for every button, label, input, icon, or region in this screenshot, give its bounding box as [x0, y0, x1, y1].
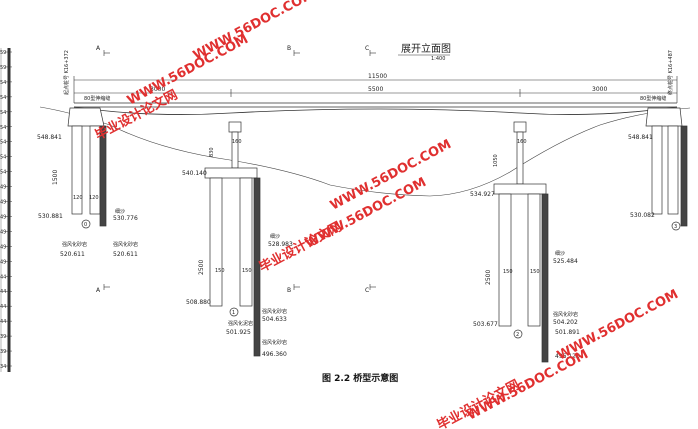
axis-tick-label: 44 — [0, 289, 6, 295]
axis-tick-label: 44 — [0, 274, 6, 280]
dim-left-span: 3000 — [150, 86, 165, 93]
pier-2-dim-a: 160 — [517, 139, 527, 145]
axis-tick-label: 49 — [0, 185, 6, 191]
abutment-0-number: 0 — [84, 222, 87, 228]
pier-1 — [204, 121, 261, 357]
axis-tick-label: 39 — [0, 334, 6, 340]
soil-p2-0-elev: 525.484 — [553, 258, 578, 265]
soil-p1-2-elev: 501.925 — [226, 329, 251, 336]
left-station: 起点桩号 K16+372 — [63, 50, 70, 95]
dim-mid-span: 5500 — [368, 86, 383, 93]
axis-tick-label: 54 — [0, 155, 6, 161]
pier-1-dim-a: 160 — [232, 139, 242, 145]
axis-tick-label: 54 — [0, 110, 6, 116]
axis-tick-label: 34 — [0, 364, 6, 370]
pier-1-top-elev: 540.140 — [182, 170, 207, 177]
axis-tick-label: 49 — [0, 214, 6, 220]
dimension-lines — [73, 76, 678, 103]
abutment-3-bottom-elev: 530.082 — [630, 212, 655, 219]
drawing-scale: 1:400 — [431, 56, 445, 62]
soil-p1-1-elev: 504.633 — [262, 316, 287, 323]
axis-tick-label: 54 — [0, 125, 6, 131]
dim-right-span: 3000 — [592, 86, 607, 93]
soil-p1-3-name: 强风化砂岩 — [262, 339, 287, 346]
abutment-0 — [67, 107, 107, 229]
pier-1-dim-c: 150 — [242, 268, 252, 274]
pier-2 — [493, 121, 549, 363]
pier-2-dim-c: 150 — [530, 269, 540, 275]
dim-total: 11500 — [368, 73, 387, 80]
abutment-3 — [645, 107, 688, 231]
soil-left-2-name: 强风化砂岩 — [113, 241, 138, 248]
soil-p1-1-name: 强风化砂岩 — [262, 308, 287, 315]
deck-right-joint: 80型伸缩缝 — [640, 95, 666, 102]
soil-p1-2-name: 强风化泥岩 — [228, 320, 253, 327]
watermarks: 毕业设计论文网 WWW.56DOC.COM WWW.56DOC.COM WWW.… — [92, 0, 681, 429]
axis-tick-label: 49 — [0, 200, 6, 206]
abutment-3-top-elev: 548.841 — [628, 134, 653, 141]
axis-tick-label: 54 — [0, 95, 6, 101]
soil-p2-1-name: 强风化砂岩 — [553, 311, 578, 318]
axis-tick-label: 59 — [0, 65, 6, 71]
axis-tick-label: 44 — [0, 319, 6, 325]
soil-p1-0-elev: 528.983 — [268, 241, 293, 248]
section-b-top: B — [287, 45, 291, 52]
soil-left-1-name: 强风化砂岩 — [62, 241, 87, 248]
figure-caption: 图 2.2 桥型示意图 — [322, 372, 398, 384]
pier-2-top-elev: 534.927 — [470, 191, 495, 198]
ground-profile — [39, 106, 691, 197]
soil-p2-1-elev: 504.202 — [553, 319, 578, 326]
abutment-3-number: 3 — [674, 224, 677, 230]
abutment-0-height: 1500 — [52, 170, 59, 185]
pier-2-number: 2 — [516, 332, 519, 338]
pier-2-cap: 1050 — [493, 154, 499, 167]
pier-1-height: 2500 — [198, 260, 205, 275]
watermark-url-2: WWW.56DOC.COM — [191, 0, 317, 64]
abutment-0-dim-b: 120 — [89, 195, 99, 201]
soil-left-0-name: 细沙 — [115, 208, 125, 215]
section-c-top: C — [365, 45, 369, 52]
section-c-bottom: C — [365, 287, 369, 294]
soil-p1-3-elev: 496.360 — [262, 351, 287, 358]
soil-left-2-elev: 520.611 — [113, 251, 138, 258]
section-a-top: A — [96, 45, 101, 52]
deck-left-joint: 80型伸缩缝 — [84, 95, 110, 102]
axis-tick-label: 39 — [0, 349, 6, 355]
soil-left-0-elev: 530.776 — [113, 215, 138, 222]
soil-p2-2-elev: 501.891 — [555, 329, 580, 336]
pier-2-height: 2500 — [485, 270, 492, 285]
soil-p2-0-name: 细沙 — [555, 250, 565, 257]
abutment-0-bottom-elev: 530.881 — [38, 213, 63, 220]
abutment-0-dim-a: 120 — [73, 195, 83, 201]
soil-p1-0-name: 细沙 — [270, 233, 280, 240]
axis-tick-label: 44 — [0, 304, 6, 310]
bridge-deck — [73, 102, 678, 115]
right-station: 终点桩号 K16+487 — [667, 50, 674, 95]
pier-1-dim-b: 150 — [215, 268, 225, 274]
axis-tick-label: 49 — [0, 244, 6, 250]
pier-1-number: 1 — [232, 310, 235, 316]
section-a-bottom: A — [96, 287, 101, 294]
axis-tick-label: 49 — [0, 259, 6, 265]
pier-1-cap: 830 — [209, 147, 215, 157]
pier-2-dim-b: 150 — [503, 269, 513, 275]
axis-tick-label: 59 — [0, 50, 6, 56]
soil-left-1-elev: 520.611 — [60, 251, 85, 258]
axis-tick-label: 54 — [0, 80, 6, 86]
abutment-0-top-elev: 548.841 — [37, 134, 62, 141]
section-marks — [103, 50, 376, 290]
axis-tick-label: 54 — [0, 140, 6, 146]
left-axis: 59 59 54 54 54 54 54 54 54 49 49 49 49 49 49 44 44 44 44 39… — [0, 48, 12, 372]
watermark-url-6: WWW.56DOC.COM — [465, 347, 591, 424]
pier-2-bottom-elev: 503.677 — [473, 321, 498, 328]
section-b-bottom: B — [287, 287, 291, 294]
axis-tick-label: 54 — [0, 170, 6, 176]
axis-tick-label: 49 — [0, 229, 6, 235]
soil-p2-3-elev: 496.126 — [555, 353, 580, 360]
drawing-title: 展开立面图 — [401, 42, 451, 55]
pier-1-bottom-elev: 508.880 — [186, 299, 211, 306]
